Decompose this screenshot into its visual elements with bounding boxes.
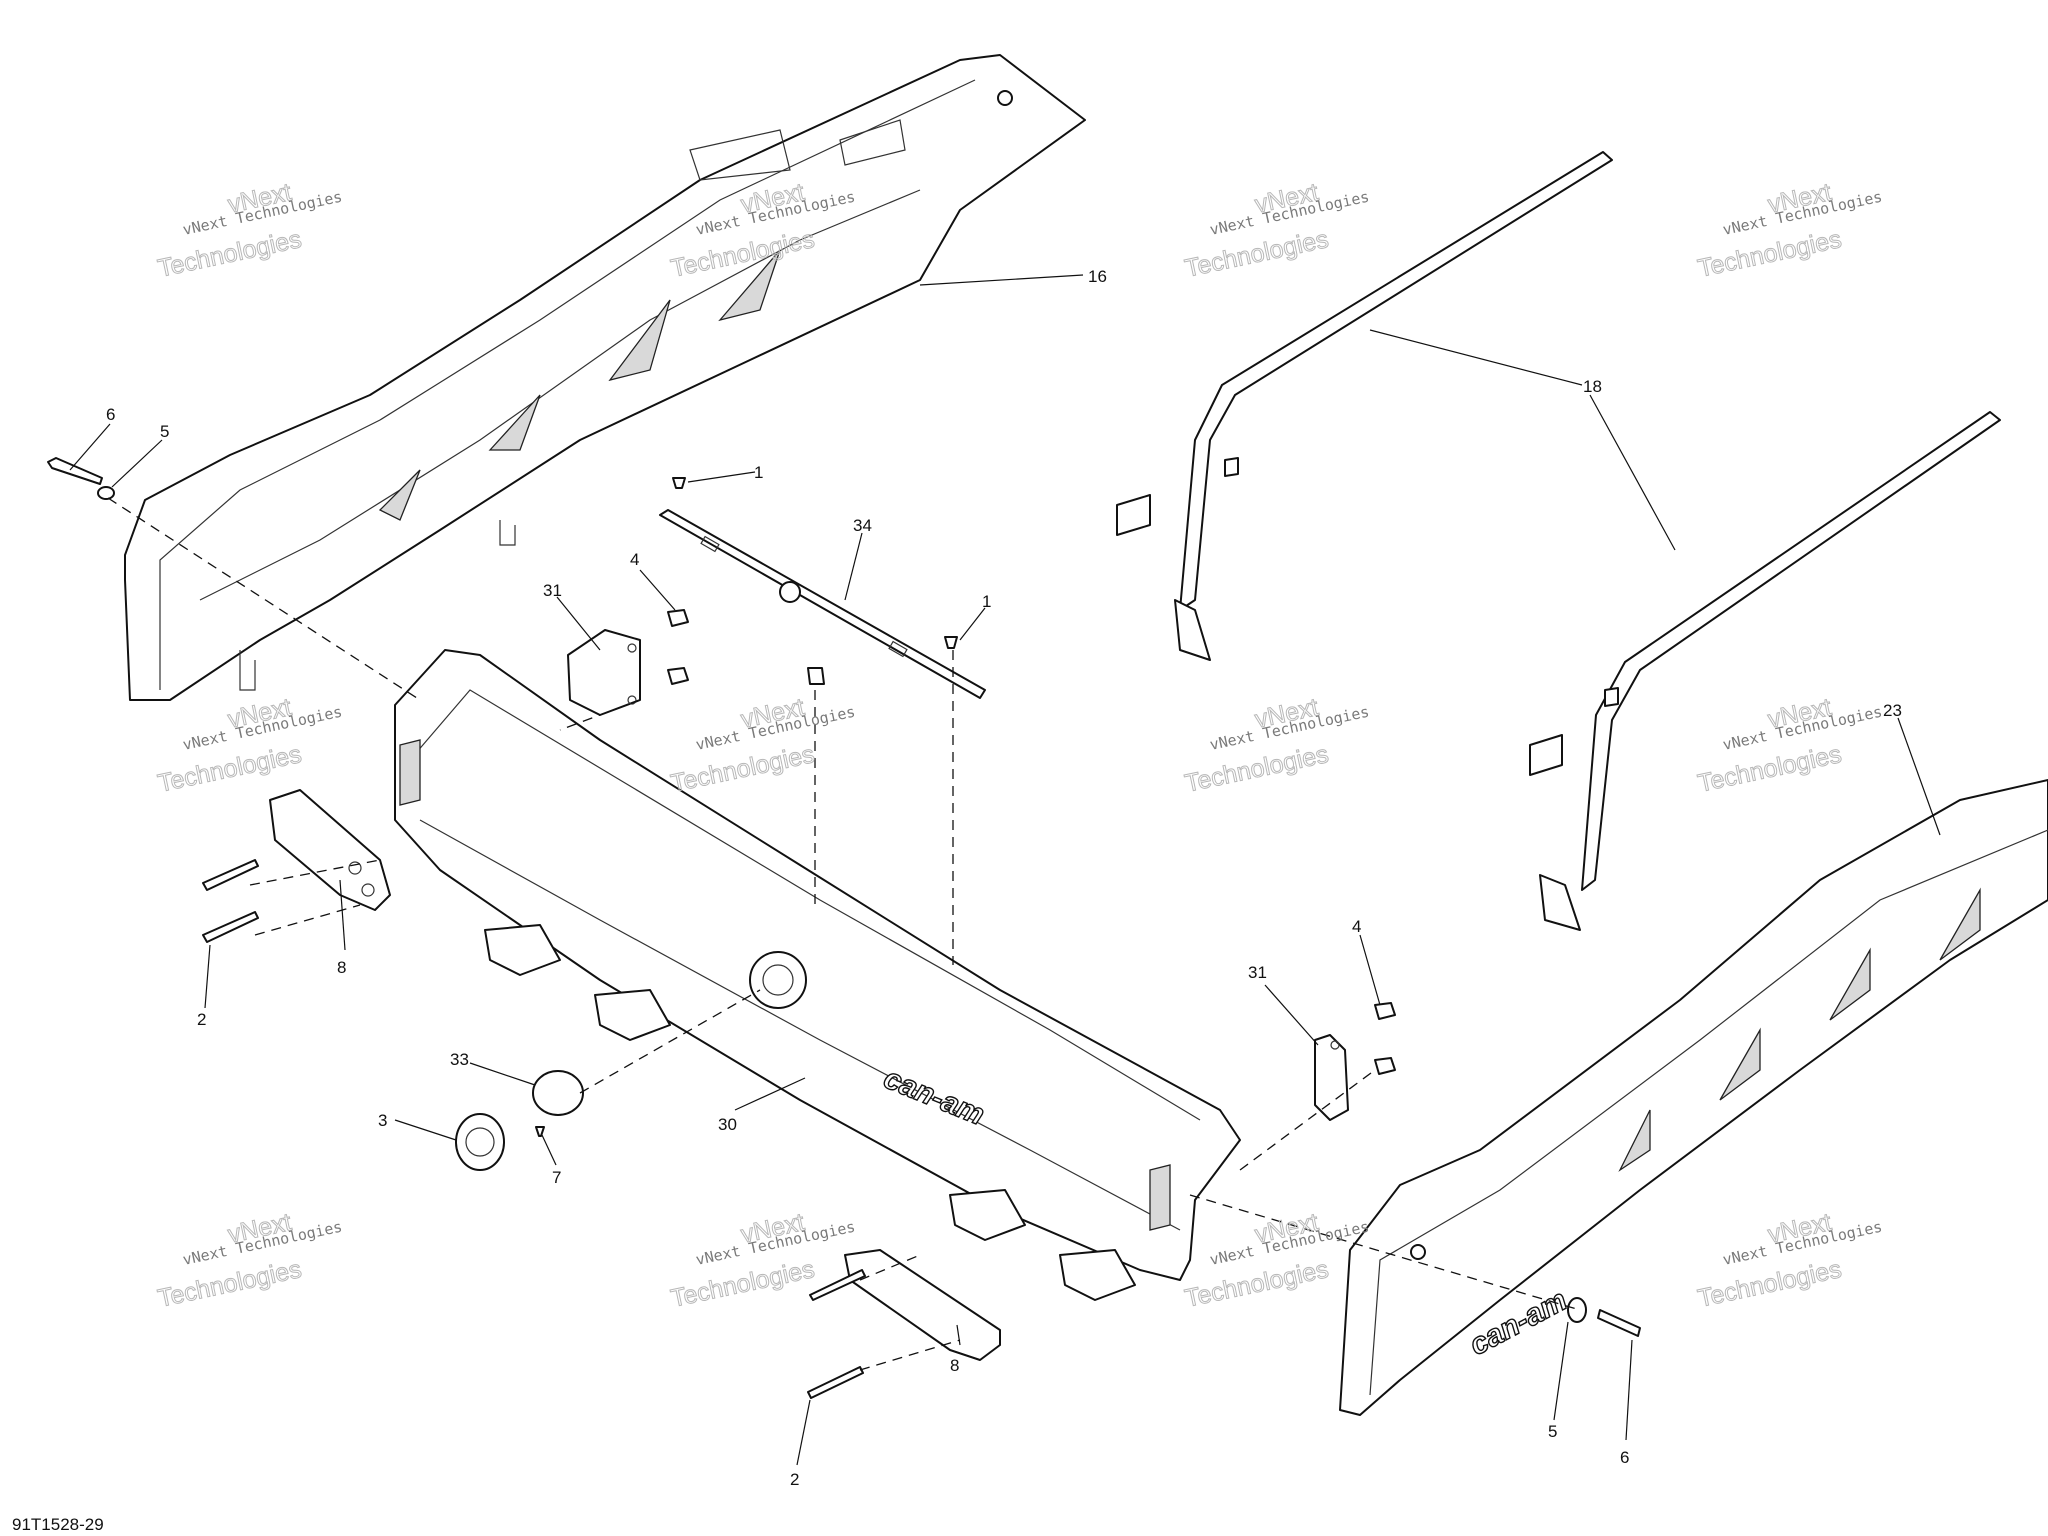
watermark-line3: Technologies	[1695, 1255, 1844, 1313]
watermark-line3: Technologies	[1695, 225, 1844, 283]
callout-1-right: 1	[982, 592, 991, 611]
drawing-code: 91T1528-29	[12, 1515, 104, 1534]
watermark-line3: Technologies	[155, 1255, 304, 1313]
callout-7: 7	[552, 1168, 561, 1187]
watermark-line3: Technologies	[155, 225, 304, 283]
watermark-line3: Technologies	[1182, 1255, 1331, 1313]
callout-31-left: 31	[543, 581, 562, 600]
part-23-side-rail-right: can-am	[1339, 779, 2048, 1416]
callout-2-right: 2	[790, 1470, 799, 1489]
callout-6-lower: 6	[1620, 1448, 1629, 1467]
watermark-line3: Technologies	[155, 740, 304, 798]
callout-34: 34	[853, 516, 872, 535]
callout-2-left: 2	[197, 1010, 206, 1029]
watermark-line3: Technologies	[668, 740, 817, 798]
part-16-side-rail-left	[124, 54, 1086, 701]
part-18-grab-bar-lower	[1529, 411, 2001, 931]
callout-33: 33	[450, 1050, 469, 1069]
callout-8-left: 8	[337, 958, 346, 977]
callout-23: 23	[1883, 701, 1902, 720]
watermark-line3: Technologies	[1182, 225, 1331, 283]
part-30-tailgate-panel: can-am	[394, 649, 1241, 1301]
hardware	[47, 457, 1641, 1399]
callout-16: 16	[1088, 267, 1107, 286]
watermark-line3: Technologies	[1182, 740, 1331, 798]
part-8-latch-right	[844, 1249, 1001, 1361]
callout-5-lower: 5	[1548, 1422, 1557, 1441]
callout-4-upper: 4	[630, 550, 639, 569]
callout-5-upper: 5	[160, 422, 169, 441]
assembly-lines	[107, 497, 1581, 1371]
callout-31-right: 31	[1248, 963, 1267, 982]
part-31-bracket-left	[567, 629, 641, 716]
callout-4-right: 4	[1352, 917, 1361, 936]
watermark-line3: Technologies	[1695, 740, 1844, 798]
callout-8-right: 8	[950, 1356, 959, 1375]
part-31-bracket-right	[1314, 1034, 1349, 1121]
part-8-latch-left	[269, 789, 391, 911]
callout-1-upper: 1	[754, 463, 763, 482]
part-18-grab-bar-upper	[1116, 151, 1613, 661]
callout-labels: 16 18 6 5 1 34 4 31 1 8 2 23 31 4 33 3 7…	[106, 267, 1902, 1489]
callout-18: 18	[1583, 377, 1602, 396]
callout-30: 30	[718, 1115, 737, 1134]
callout-3: 3	[378, 1111, 387, 1130]
callout-6-upper: 6	[106, 405, 115, 424]
leader-lines	[69, 274, 1941, 1466]
watermark-line3: Technologies	[668, 1255, 817, 1313]
part-34-bracket-strip	[659, 509, 986, 699]
